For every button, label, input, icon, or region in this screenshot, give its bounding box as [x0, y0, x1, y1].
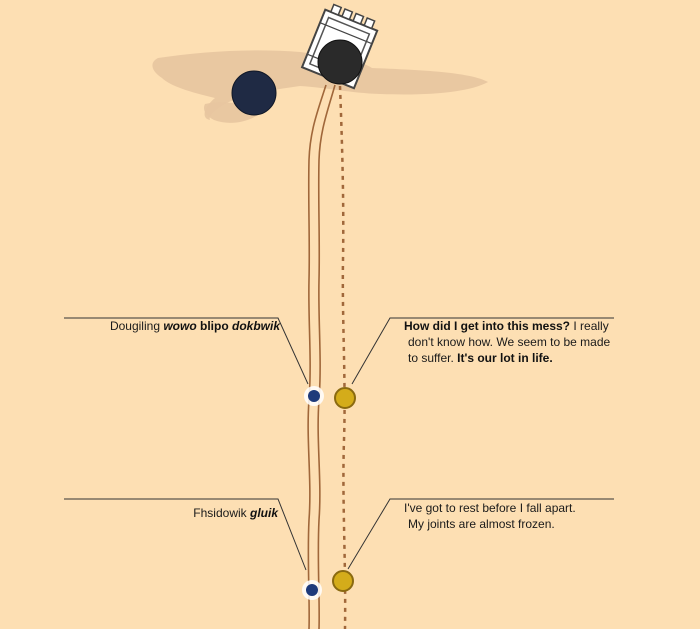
cloud-shadow: [152, 50, 488, 120]
callout-left-1: Dougiling wowo blipo dokbwik: [109, 319, 280, 333]
leader-line-left-2: [64, 498, 307, 571]
blue-marker-2: [302, 580, 322, 600]
dark-planet-icon: [231, 70, 277, 116]
space-station-icon: [300, 3, 379, 90]
leader-line-right-1: [351, 317, 614, 385]
yellow-marker-1: [334, 387, 356, 409]
yellow-marker-2: [332, 570, 354, 592]
blue-trail-left: [307, 84, 327, 629]
callout-right-2: I've got to rest before I fall apart. My…: [404, 501, 576, 531]
leader-line-left-1: [64, 317, 309, 385]
blue-marker-1: [304, 386, 324, 406]
yellow-trail-dotted: [338, 85, 347, 629]
blue-trail-right: [317, 84, 336, 629]
callout-left-2: Fhsidowik gluik: [193, 506, 278, 520]
callout-right-1: How did I get into this mess? I really d…: [404, 319, 611, 365]
leader-line-right-2: [347, 498, 614, 570]
